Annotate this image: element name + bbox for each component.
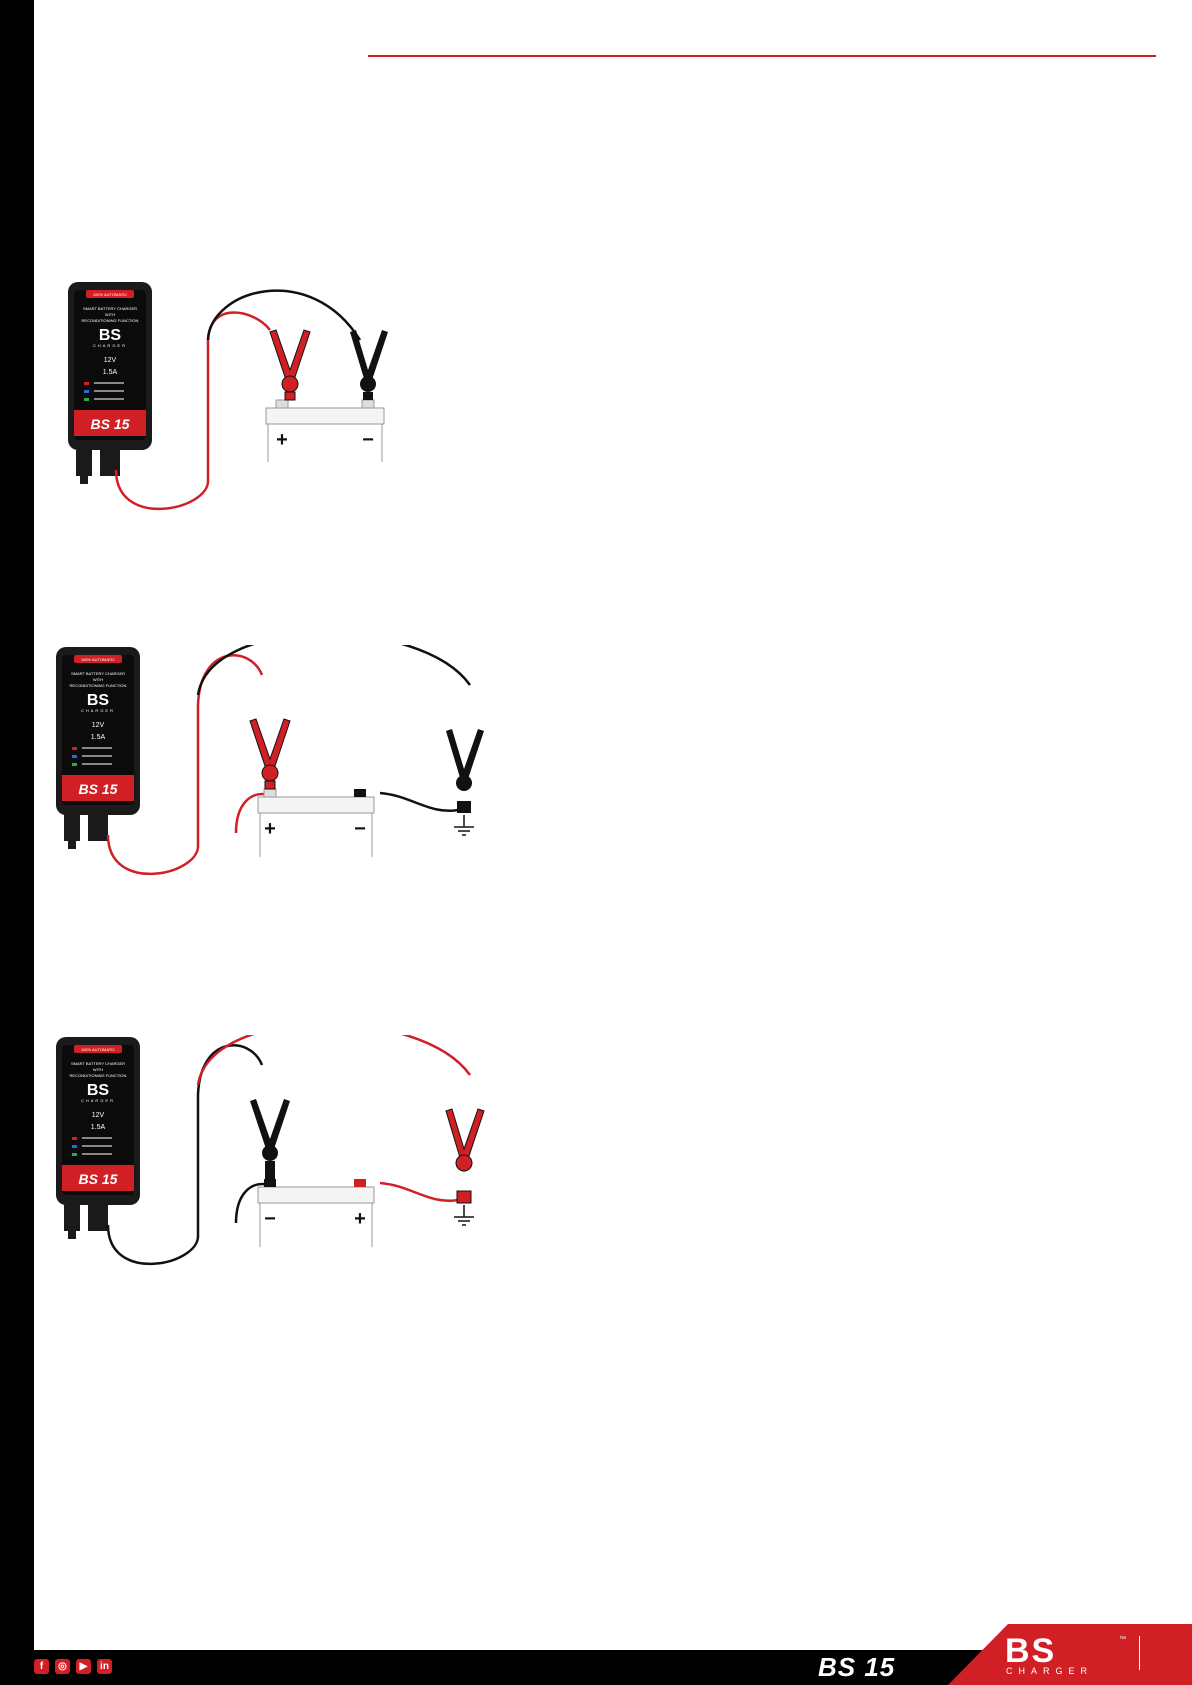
charger-voltage: 12V (104, 357, 117, 364)
black-ground-cable (379, 791, 459, 813)
charger-brand: BS (87, 692, 110, 709)
charger-model: BS 15 (91, 416, 130, 432)
social-links: f ◎ ▶ in (34, 1659, 112, 1674)
ground-symbol (454, 1205, 474, 1226)
red-ground-cable (379, 1181, 459, 1203)
charger-brand: BS (87, 1082, 110, 1099)
terminal-label-right: − (354, 818, 366, 840)
charger-title-1: SMART BATTERY CHARGER (71, 671, 125, 676)
charger-model: BS 15 (79, 781, 118, 797)
charger-title-2: WITH (105, 312, 115, 317)
terminal-label-right: + (354, 1208, 366, 1230)
brand-trademark: ™ (1119, 1636, 1126, 1643)
charger-title-2: WITH (93, 1067, 103, 1072)
left-edge-bar (0, 0, 34, 1685)
battery: + − (257, 788, 375, 857)
charger-badge: 100% AUTOMATIC (93, 292, 127, 297)
charger-current: 1.5A (103, 369, 118, 376)
footer-model-name: BS 15 (818, 1652, 896, 1682)
red-clamp (249, 718, 291, 790)
brand-logo: BS (1005, 1632, 1057, 1670)
instagram-icon[interactable]: ◎ (55, 1659, 70, 1674)
diagram-connection-3: 100% AUTOMATIC SMART BATTERY CHARGER WIT… (56, 1035, 485, 1265)
terminal-label-right: − (362, 429, 374, 451)
black-cable (206, 289, 362, 341)
charger-unit: 100% AUTOMATIC SMART BATTERY CHARGER WIT… (68, 282, 152, 484)
red-clamp (445, 1108, 485, 1204)
charger-current: 1.5A (91, 1124, 106, 1131)
black-clamp (250, 1099, 290, 1179)
charger-title-2: WITH (93, 677, 103, 682)
black-cable (196, 645, 472, 696)
terminal-label-left: + (276, 429, 288, 451)
header-rule (368, 55, 1156, 57)
black-cable (106, 1044, 264, 1265)
youtube-icon[interactable]: ▶ (76, 1659, 91, 1674)
black-clamp (350, 330, 388, 400)
brand-divider (1139, 1636, 1140, 1670)
diagram-connection-1: 100% AUTOMATIC SMART BATTERY CHARGER WIT… (68, 282, 388, 510)
diagram-connection-2: 100% AUTOMATIC SMART BATTERY CHARGER WIT… (56, 645, 484, 875)
terminal-label-left: − (264, 1208, 276, 1230)
charger-unit: 100% AUTOMATIC SMART BATTERY CHARGER WIT… (56, 647, 140, 849)
charger-voltage: 12V (92, 722, 105, 729)
red-clamp (269, 329, 311, 401)
linkedin-icon[interactable]: in (97, 1659, 112, 1674)
black-clamp (446, 729, 484, 813)
terminal-label-left: + (264, 818, 276, 840)
red-cable (114, 311, 271, 510)
charger-badge: 100% AUTOMATIC (81, 657, 115, 662)
charger-brand-sub: CHARGER (81, 708, 115, 713)
battery: + − (265, 399, 385, 462)
brand-logo-sub: CHARGER (1006, 1666, 1094, 1676)
charger-brand-sub: CHARGER (81, 1098, 115, 1103)
battery: − + (257, 1179, 375, 1247)
charger-unit: 100% AUTOMATIC SMART BATTERY CHARGER WIT… (56, 1037, 140, 1239)
charger-brand-sub: CHARGER (93, 343, 127, 348)
red-cable (196, 1035, 472, 1086)
charger-brand: BS (99, 327, 122, 344)
charger-title-3: RECONDITIONING FUNCTION (82, 318, 139, 323)
charger-title-1: SMART BATTERY CHARGER (83, 306, 137, 311)
charger-title-3: RECONDITIONING FUNCTION (70, 1073, 127, 1078)
charger-title-3: RECONDITIONING FUNCTION (70, 683, 127, 688)
charger-voltage: 12V (92, 1112, 105, 1119)
ground-symbol (454, 815, 474, 836)
charger-model: BS 15 (79, 1171, 118, 1187)
charger-badge: 100% AUTOMATIC (81, 1047, 115, 1052)
charger-current: 1.5A (91, 734, 106, 741)
red-cable (106, 654, 264, 875)
brand-logo-background (948, 1624, 1192, 1685)
charger-title-1: SMART BATTERY CHARGER (71, 1061, 125, 1066)
facebook-icon[interactable]: f (34, 1659, 49, 1674)
